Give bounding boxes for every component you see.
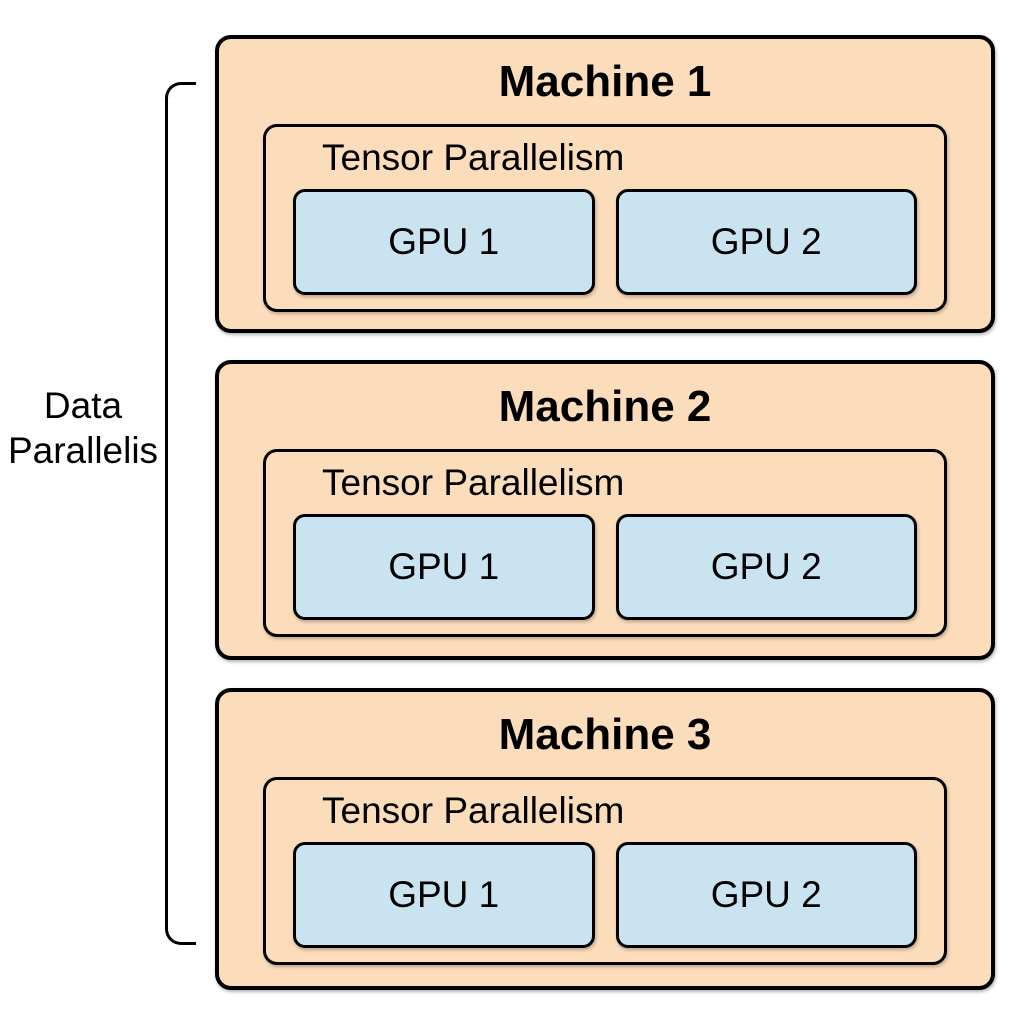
machine-3-gpu-2-box: GPU 2 bbox=[615, 842, 917, 948]
machine-3-tensor-parallelism-box: Tensor Parallelism GPU 1 GPU 2 bbox=[263, 777, 947, 965]
machine-2-tensor-parallelism-box: Tensor Parallelism GPU 1 GPU 2 bbox=[263, 449, 947, 637]
machine-1-gpu-2-label: GPU 2 bbox=[710, 221, 822, 262]
machine-1-gpu-1-box: GPU 1 bbox=[293, 189, 595, 295]
machine-3-tensor-parallelism-label: Tensor Parallelism bbox=[322, 790, 625, 831]
machine-3-gpu-1-box: GPU 1 bbox=[293, 842, 595, 948]
machine-3-gpu-1-label: GPU 1 bbox=[388, 874, 500, 915]
machine-1-tensor-parallelism-box: Tensor Parallelism GPU 1 GPU 2 bbox=[263, 124, 947, 312]
machine-1-gpu-1-label: GPU 1 bbox=[388, 221, 500, 262]
machine-2-box: Machine 2 Tensor Parallelism GPU 1 GPU 2 bbox=[215, 360, 995, 660]
machine-1-tensor-parallelism-label: Tensor Parallelism bbox=[322, 137, 625, 178]
machine-1-box: Machine 1 Tensor Parallelism GPU 1 GPU 2 bbox=[215, 35, 995, 333]
machine-1-gpu-2-box: GPU 2 bbox=[615, 189, 917, 295]
data-parallelism-bracket bbox=[165, 82, 196, 945]
machine-1-gpu-row: GPU 1 GPU 2 bbox=[293, 189, 917, 295]
machine-2-title: Machine 2 bbox=[498, 381, 712, 431]
machine-2-gpu-1-label: GPU 1 bbox=[388, 546, 500, 587]
machine-1-title: Machine 1 bbox=[498, 56, 712, 106]
data-parallelism-label: Data Parallelis bbox=[0, 383, 166, 473]
data-parallelism-label-line1: Data bbox=[43, 385, 123, 426]
machine-3-gpu-2-label: GPU 2 bbox=[710, 874, 822, 915]
machine-3-gpu-row: GPU 1 GPU 2 bbox=[293, 842, 917, 948]
machine-2-gpu-2-box: GPU 2 bbox=[615, 514, 917, 620]
machine-2-gpu-row: GPU 1 GPU 2 bbox=[293, 514, 917, 620]
machine-3-title: Machine 3 bbox=[498, 709, 712, 759]
machine-2-gpu-1-box: GPU 1 bbox=[293, 514, 595, 620]
machine-2-tensor-parallelism-label: Tensor Parallelism bbox=[322, 462, 625, 503]
machine-3-box: Machine 3 Tensor Parallelism GPU 1 GPU 2 bbox=[215, 688, 995, 990]
data-parallelism-label-line2: Parallelis bbox=[7, 430, 159, 471]
machine-2-gpu-2-label: GPU 2 bbox=[710, 546, 822, 587]
